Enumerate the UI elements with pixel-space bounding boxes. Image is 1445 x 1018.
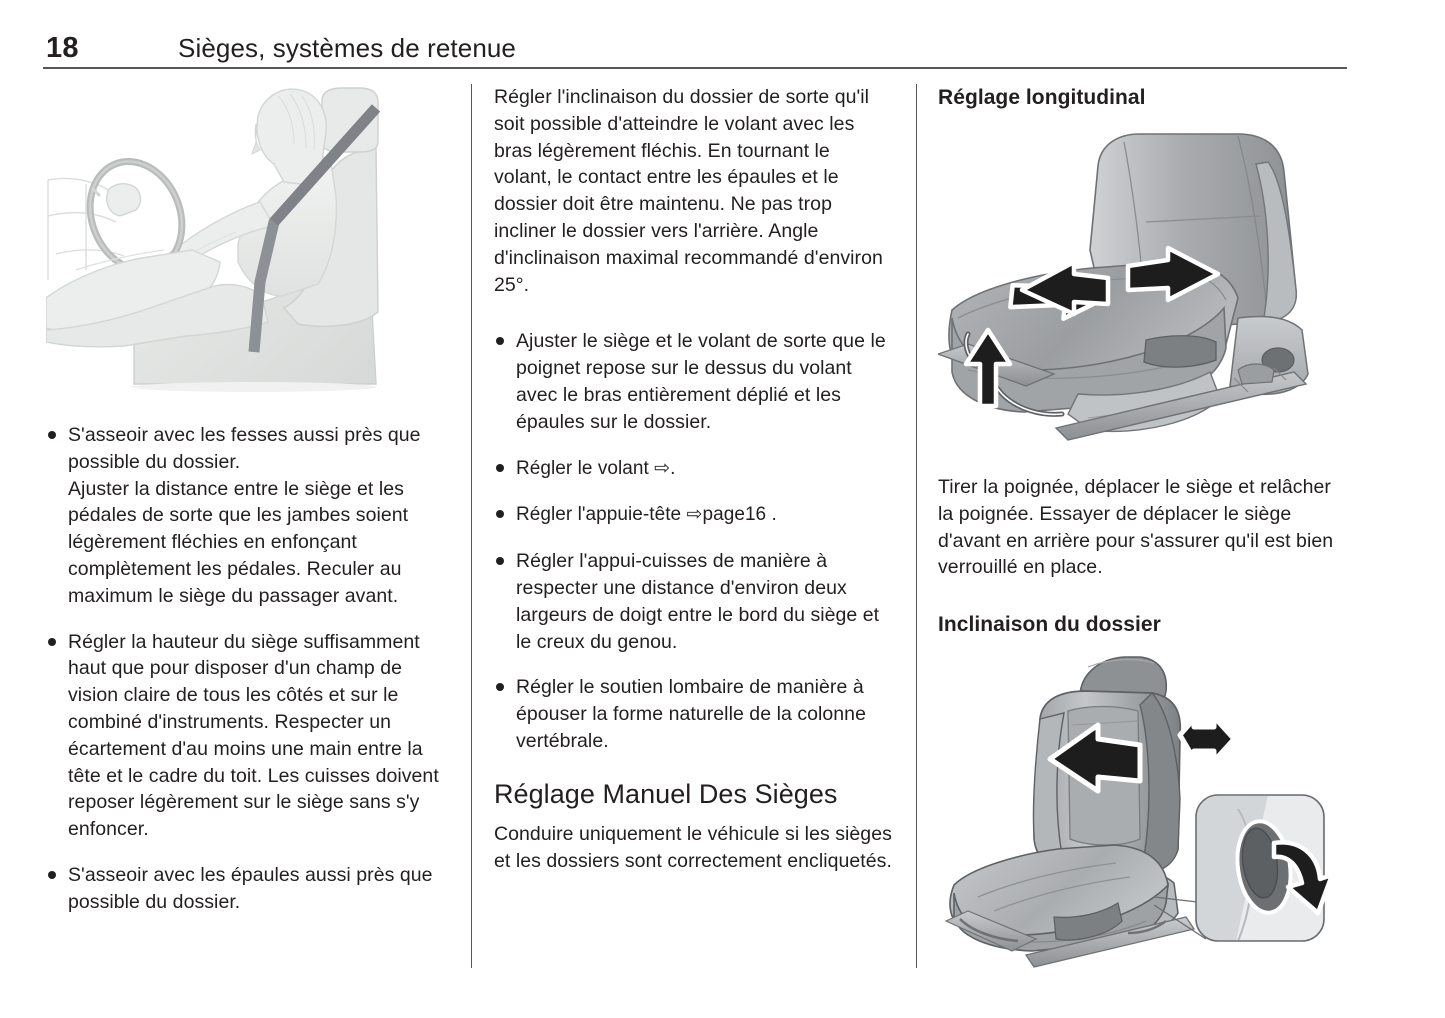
bullet-dot-icon <box>48 637 56 646</box>
list-item-text: S'asseoir avec les fesses aussi près que… <box>68 424 421 607</box>
list-item-text: Régler l'appui-cuisses de manière à resp… <box>516 550 880 653</box>
bullet-dot-icon <box>496 337 504 346</box>
figure-longitudinal-adjustment <box>938 122 1338 452</box>
paragraph-longitudinal-adjustment: Tirer la poignée, déplacer le siège et r… <box>938 476 1334 579</box>
list-item: Régler l'appui-cuisses de manière à resp… <box>494 548 892 655</box>
page-number: 18 <box>46 32 79 64</box>
subheading-backrest-inclination: Inclinaison du dossier <box>938 613 1161 637</box>
header-divider-rule <box>43 67 1347 69</box>
list-item-text: Régler l'appuie-tête ⇨page16 . <box>516 504 777 526</box>
subheading-longitudinal-adjustment: Réglage longitudinal <box>938 86 1146 109</box>
list-item-text: S'asseoir avec les épaules aussi près qu… <box>68 863 433 913</box>
list-item-text: Régler le soutien lombaire de manière à … <box>516 676 866 752</box>
list-item: S'asseoir avec les épaules aussi près qu… <box>46 862 446 916</box>
list-item-text: Ajuster le siège et le volant de sorte q… <box>516 330 886 433</box>
list-item: Régler la hauteur du siège suffisamment … <box>46 629 446 843</box>
list-item-text: Régler la hauteur du siège suffisamment … <box>68 630 439 841</box>
bullet-dot-icon <box>48 870 56 879</box>
list-item: Régler le soutien lombaire de manière à … <box>494 674 892 754</box>
column-divider-right <box>916 84 917 968</box>
list-item-text: Régler le volant ⇨. <box>516 457 676 479</box>
list-item: Ajuster le siège et le volant de sorte q… <box>494 328 892 435</box>
figure-backrest-inclination <box>938 649 1338 970</box>
section-paragraph: Conduire uniquement le véhicule si les s… <box>494 822 892 872</box>
section-heading-manual-seat-adjustment: Réglage Manuel Des Sièges <box>494 778 838 809</box>
middle-column: Régler l'inclinaison du dossier de sorte… <box>494 84 892 888</box>
left-column-bullet-list: S'asseoir avec les fesses aussi près que… <box>46 422 446 916</box>
column-divider-left <box>471 84 472 968</box>
bullet-dot-icon <box>496 463 504 472</box>
bullet-dot-icon <box>496 510 504 519</box>
bullet-dot-icon <box>48 431 56 439</box>
list-item: S'asseoir avec les fesses aussi près que… <box>46 422 446 610</box>
list-item-headrest-ref: Régler l'appuie-tête ⇨page16 . <box>494 501 892 529</box>
left-column: S'asseoir avec les fesses aussi près que… <box>46 84 446 916</box>
middle-column-bullet-list: Ajuster le siège et le volant de sorte q… <box>494 328 892 754</box>
bullet-dot-icon <box>496 557 504 566</box>
intro-paragraph: Régler l'inclinaison du dossier de sorte… <box>494 86 883 296</box>
page-header: 18 Sièges, systèmes de retenue <box>0 0 1445 70</box>
bullet-dot-icon <box>496 683 504 692</box>
chapter-title: Sièges, systèmes de retenue <box>178 33 516 63</box>
list-item-steering-wheel-ref: Régler le volant ⇨. <box>494 455 892 483</box>
right-column: Réglage longitudinal <box>938 84 1338 970</box>
figure-driver-seating-position <box>46 84 446 394</box>
